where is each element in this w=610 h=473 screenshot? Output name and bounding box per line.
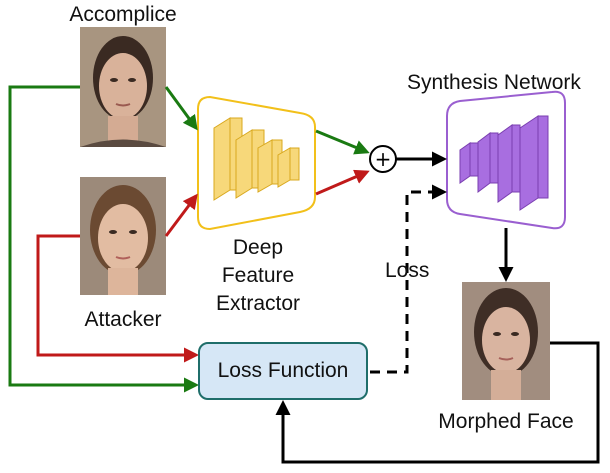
accomplice-to-loss-arrow bbox=[8, 85, 199, 393]
feature-extractor-label-line2: Feature bbox=[221, 264, 295, 287]
feature-extractor-label-line1: Deep bbox=[232, 236, 284, 259]
morphed-face-label: Morphed Face bbox=[438, 410, 574, 433]
attacker-to-loss-arrow bbox=[36, 234, 199, 363]
loss-label: Loss bbox=[385, 259, 430, 282]
loss-function-label: Loss Function bbox=[217, 359, 349, 382]
synthesis-network-layers bbox=[459, 115, 549, 211]
accomplice-face-image bbox=[80, 27, 166, 147]
feature-extractor-label-line3: Extractor bbox=[215, 292, 301, 315]
morphed-to-loss-arrow bbox=[275, 341, 600, 464]
attacker-label: Attacker bbox=[84, 308, 162, 331]
sum-symbol: + bbox=[375, 147, 392, 171]
loss-function-box: Loss Function bbox=[198, 342, 368, 400]
extractor-to-sum-red-arrow bbox=[315, 169, 370, 196]
attacker-to-extractor-arrow bbox=[164, 193, 198, 237]
accomplice-label: Accomplice bbox=[69, 3, 177, 26]
feature-extractor-layers bbox=[213, 117, 300, 201]
accomplice-to-extractor-arrow bbox=[164, 86, 198, 131]
attacker-face-image bbox=[80, 177, 166, 295]
loss-feedback-dashed-arrow bbox=[370, 184, 447, 374]
morphed-face-image bbox=[462, 282, 550, 400]
synthesis-network-label: Synthesis Network bbox=[407, 71, 581, 94]
extractor-to-sum-green-arrow bbox=[315, 129, 370, 155]
